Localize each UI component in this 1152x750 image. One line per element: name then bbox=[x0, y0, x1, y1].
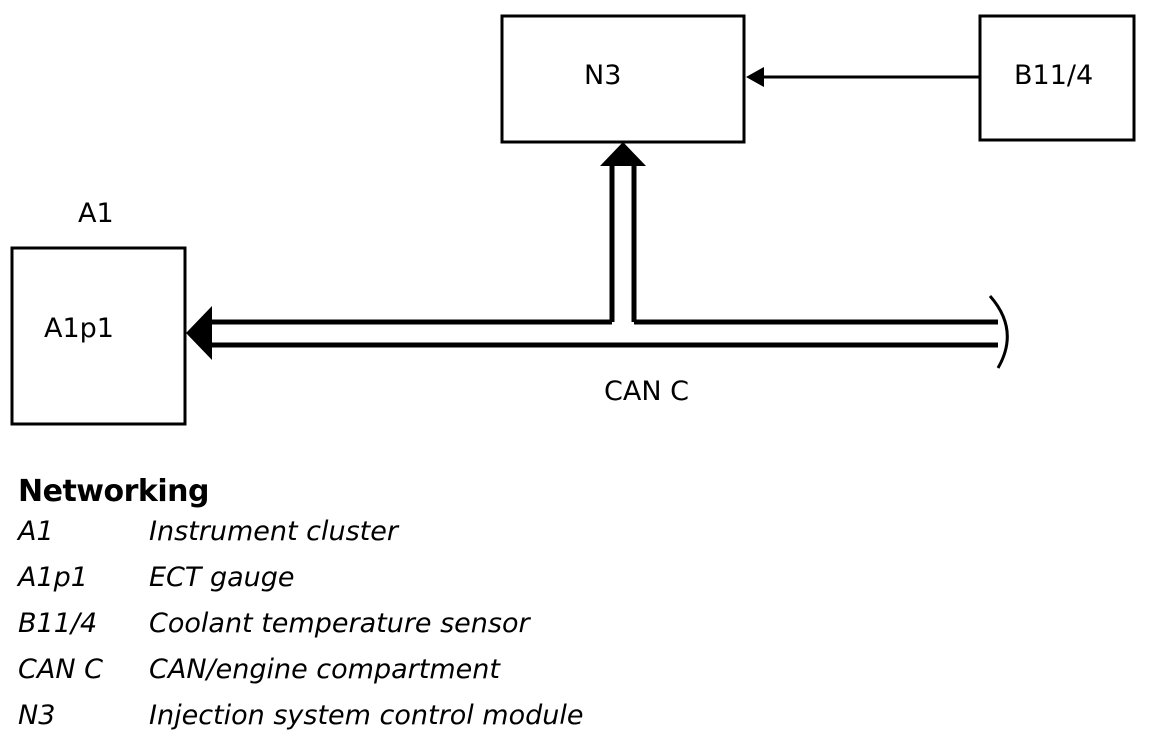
legend-item: A1 Instrument cluster bbox=[18, 516, 1118, 562]
n3-bus-branch bbox=[609, 164, 637, 322]
legend-title: Networking bbox=[18, 474, 209, 509]
legend-description: CAN/engine compartment bbox=[149, 654, 500, 685]
can-c-bus bbox=[208, 295, 1009, 369]
legend-code: CAN C bbox=[18, 654, 103, 685]
can-c-label: CAN C bbox=[604, 376, 689, 407]
a1p1-label: A1p1 bbox=[44, 313, 114, 344]
legend-code: A1 bbox=[18, 516, 54, 547]
n3-bus-arrowhead bbox=[600, 142, 646, 166]
legend-description: Injection system control module bbox=[149, 700, 584, 731]
legend-item: N3 Injection system control module bbox=[18, 700, 1118, 746]
legend-description: Instrument cluster bbox=[149, 516, 398, 547]
networking-diagram: N3 B11/4 A1 A1p1 CAN C bbox=[10, 14, 1136, 426]
sensor-signal-arrowhead bbox=[746, 67, 764, 87]
n3-label: N3 bbox=[584, 60, 621, 91]
legend: Networking A1 Instrument cluster A1p1 EC… bbox=[18, 472, 1118, 746]
a1-label: A1 bbox=[78, 198, 114, 229]
legend-code: A1p1 bbox=[18, 562, 88, 593]
legend-description: ECT gauge bbox=[149, 562, 295, 593]
b11-4-box bbox=[978, 14, 1136, 142]
legend-code: N3 bbox=[18, 700, 56, 731]
legend-item: A1p1 ECT gauge bbox=[18, 562, 1118, 608]
legend-description: Coolant temperature sensor bbox=[149, 608, 530, 639]
b11-4-label: B11/4 bbox=[1014, 60, 1093, 91]
legend-item: CAN C CAN/engine compartment bbox=[18, 654, 1118, 700]
n3-box bbox=[500, 14, 746, 144]
a1-box bbox=[10, 246, 187, 426]
a1-bus-arrowhead bbox=[186, 306, 212, 360]
legend-item: B11/4 Coolant temperature sensor bbox=[18, 608, 1118, 654]
legend-code: B11/4 bbox=[18, 608, 98, 639]
